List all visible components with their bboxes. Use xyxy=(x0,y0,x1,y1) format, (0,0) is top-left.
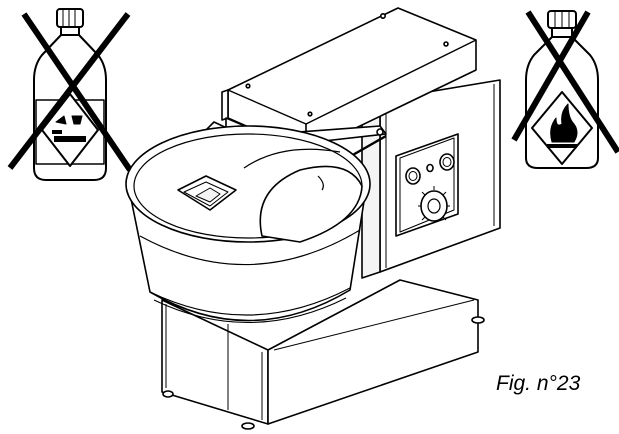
no-corrosive-chemicals-bottle-icon xyxy=(7,8,133,181)
ingredient-chute xyxy=(177,175,237,211)
figure-caption: Fig. n°23 xyxy=(496,372,581,395)
mixer-foot xyxy=(162,390,174,398)
mixing-bowl xyxy=(125,125,371,323)
mixer-foot xyxy=(241,422,255,430)
bowl-safety-guard xyxy=(259,165,363,243)
indicator-light xyxy=(426,163,434,173)
spiral-mixer-machine xyxy=(125,7,501,430)
mixer-foot xyxy=(471,316,485,324)
no-flammable-chemicals-bottle-icon xyxy=(511,10,619,169)
timer-dial xyxy=(418,186,450,222)
